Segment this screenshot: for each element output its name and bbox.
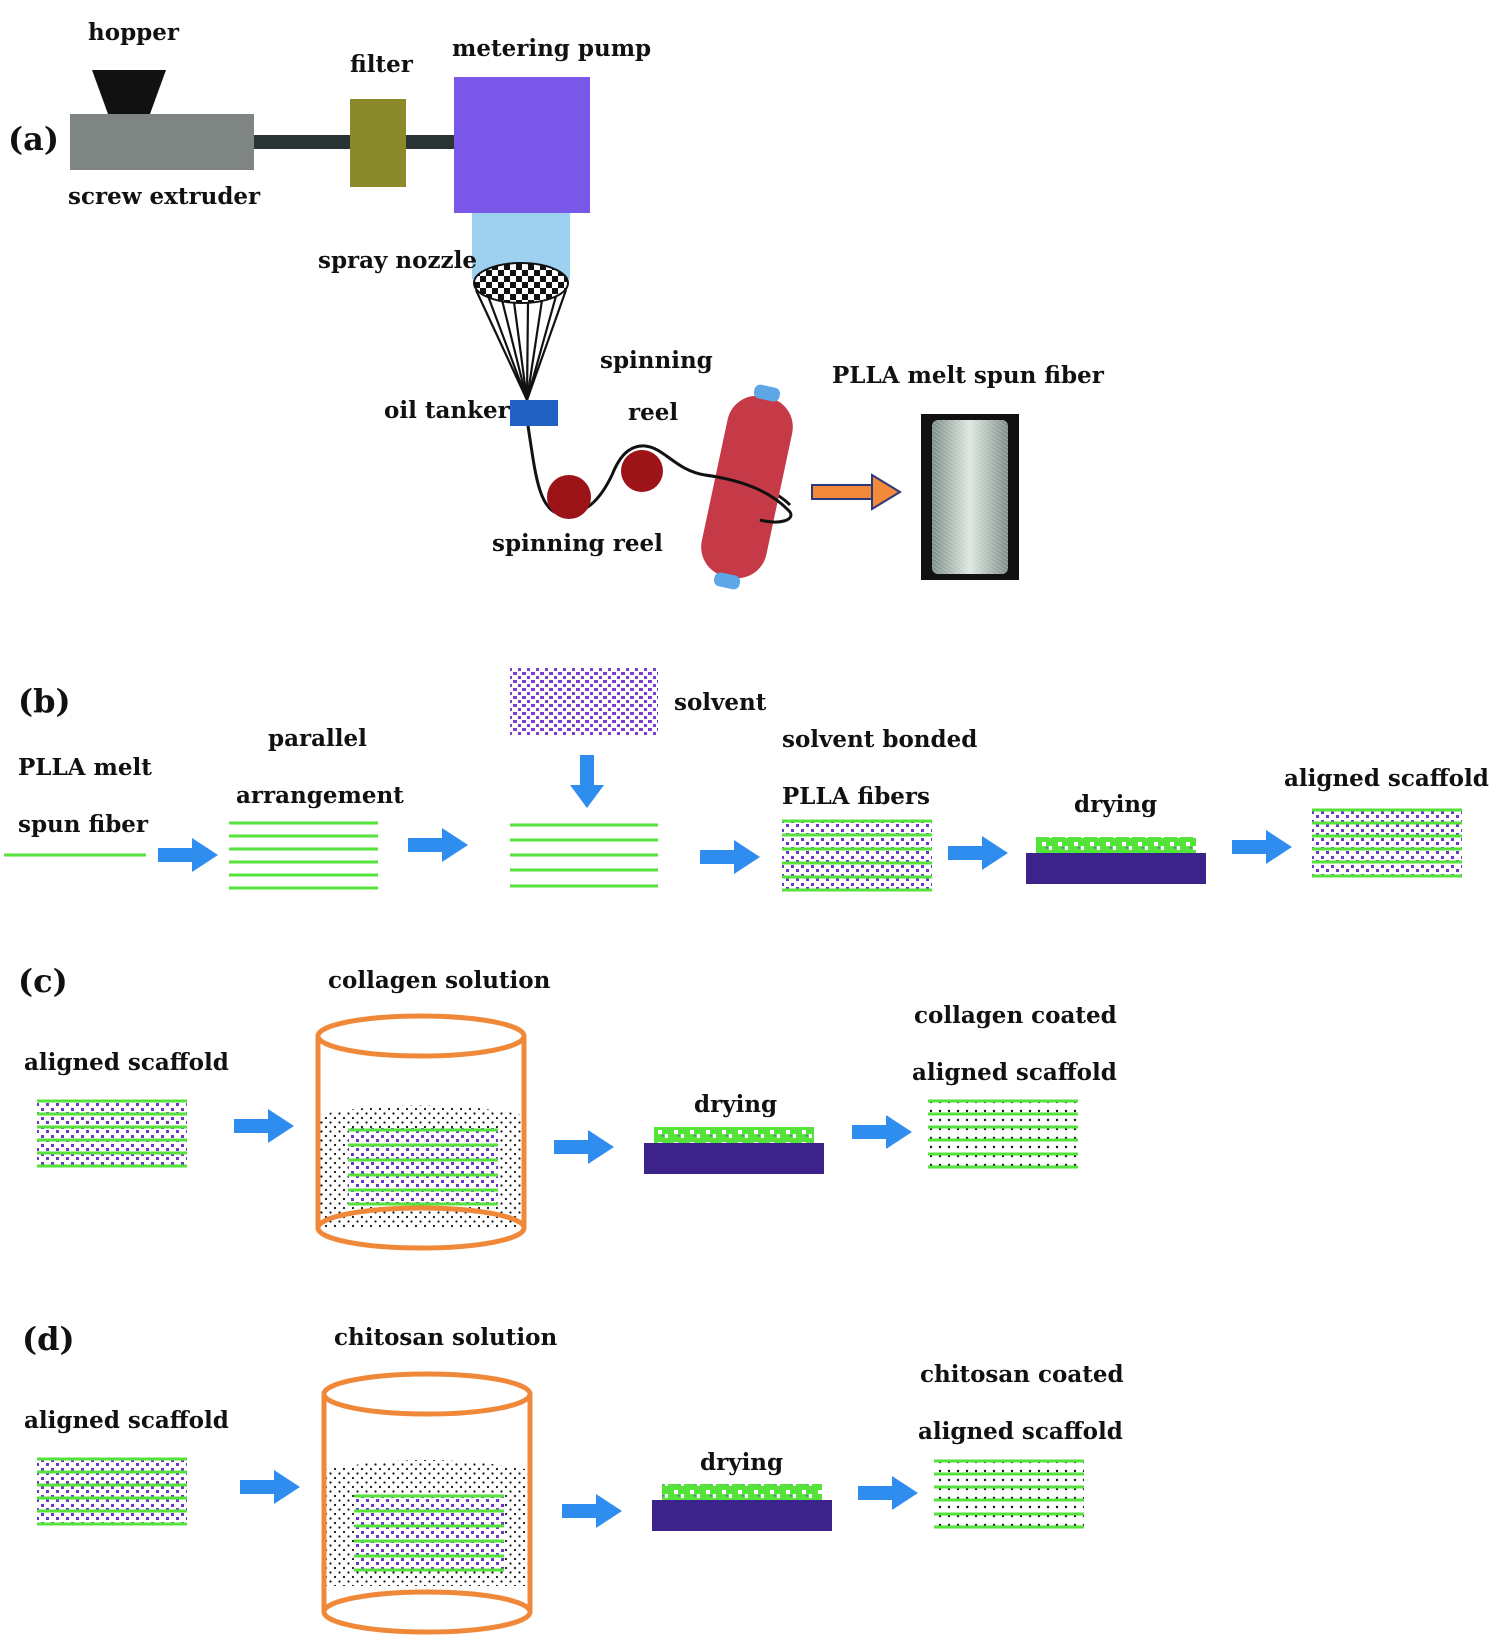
product-label: PLLA melt spun fiber <box>832 362 1105 389</box>
collagen-solution-label: collagen solution <box>328 967 551 994</box>
arrow-c1 <box>234 1109 294 1143</box>
pump-pipe <box>406 135 454 149</box>
extruder-pipe <box>254 135 350 149</box>
arrow-b2 <box>408 828 468 862</box>
panel-b-label: (b) <box>18 682 71 720</box>
spinning-label: spinning <box>600 347 713 374</box>
spun-fiber-label: spun fiber <box>18 811 149 838</box>
chitosan-bath <box>321 1371 533 1635</box>
aligned-scaffold-label-c: aligned scaffold <box>912 1059 1117 1086</box>
input-label-c: aligned scaffold <box>24 1049 229 1076</box>
solvent-label: solvent <box>674 689 767 716</box>
panel-d-label: (d) <box>22 1320 75 1358</box>
parallel-fibers <box>229 821 378 890</box>
product-arrow <box>811 473 902 511</box>
chitosan-coated-scaffold <box>934 1459 1084 1529</box>
screw-extruder <box>70 114 254 170</box>
fiber-photo-threads <box>932 420 1008 574</box>
aligned-scaffold-label-b: aligned scaffold <box>1284 765 1489 792</box>
oil-tanker-label: oil tanker <box>384 397 511 424</box>
aligned-scaffold-b <box>1312 808 1462 878</box>
spray-nozzle-label: spray nozzle <box>318 247 477 274</box>
substrate-c <box>644 1143 824 1174</box>
arrow-b4 <box>948 836 1008 870</box>
filter-label: filter <box>350 51 414 78</box>
arrow-d2 <box>562 1494 622 1528</box>
plla-fibers-label: PLLA fibers <box>782 783 930 810</box>
panel-a: (a) hopper screw extruder filter meterin… <box>8 19 1105 590</box>
chitosan-solution-label: chitosan solution <box>334 1324 557 1351</box>
collection-spool <box>701 384 793 590</box>
panel-b: (b) PLLA melt spun fiber parallel arrang… <box>4 668 1489 892</box>
pll-melt-label: PLLA melt <box>18 754 152 781</box>
bonded-fibers <box>782 819 932 892</box>
collagen-coated-label: collagen coated <box>914 1002 1117 1029</box>
drying-label-c: drying <box>694 1091 777 1118</box>
screw-extruder-label: screw extruder <box>68 183 261 210</box>
metering-pump <box>454 77 590 213</box>
collagen-bath <box>315 1013 527 1251</box>
substrate-d <box>652 1500 832 1531</box>
arrow-d1 <box>240 1470 300 1504</box>
fiber-wrap <box>704 473 793 524</box>
fiber-filaments <box>475 289 568 401</box>
drying-label-d: drying <box>700 1449 783 1476</box>
metering-pump-label: metering pump <box>452 35 651 62</box>
arrow-b5 <box>1232 830 1292 864</box>
arrow-b3 <box>700 840 760 874</box>
spinning-reel-label: spinning reel <box>492 530 663 557</box>
drying-layer-d <box>662 1484 822 1500</box>
chitosan-coated-label: chitosan coated <box>920 1361 1124 1388</box>
panel-d: (d) aligned scaffold chitosan solution <box>22 1320 1124 1635</box>
drying-layer-c <box>654 1127 814 1143</box>
input-scaffold-d <box>37 1457 187 1526</box>
solvent-bonded-label: solvent bonded <box>782 726 977 753</box>
panel-c: (c) aligned scaffold collagen solution <box>18 962 1117 1251</box>
solvent-down-arrow <box>570 755 604 808</box>
substrate-b <box>1026 853 1206 884</box>
panel-c-label: (c) <box>18 962 68 1000</box>
arrangement-label: arrangement <box>236 782 404 809</box>
input-label-d: aligned scaffold <box>24 1407 229 1434</box>
hopper-label: hopper <box>88 19 180 46</box>
drying-label-b: drying <box>1074 791 1157 818</box>
panel-a-label: (a) <box>8 120 59 158</box>
filter <box>350 99 406 187</box>
oil-tanker <box>510 400 558 426</box>
reel <box>621 450 663 492</box>
spinning-reel <box>547 475 591 519</box>
reel-label: reel <box>628 399 678 426</box>
input-scaffold-c <box>37 1099 187 1168</box>
fibers-before-bonding <box>510 823 658 888</box>
spinneret-checker <box>473 262 569 304</box>
arrow-c3 <box>852 1115 912 1149</box>
parallel-label: parallel <box>268 725 367 752</box>
hopper-icon <box>92 70 166 114</box>
collagen-coated-scaffold <box>928 1099 1078 1169</box>
aligned-scaffold-label-d: aligned scaffold <box>918 1418 1123 1445</box>
arrow-d3 <box>858 1476 918 1510</box>
drying-layer-b <box>1036 837 1196 853</box>
solvent-block <box>510 668 658 735</box>
arrow-b1 <box>158 838 218 872</box>
arrow-c2 <box>554 1130 614 1164</box>
